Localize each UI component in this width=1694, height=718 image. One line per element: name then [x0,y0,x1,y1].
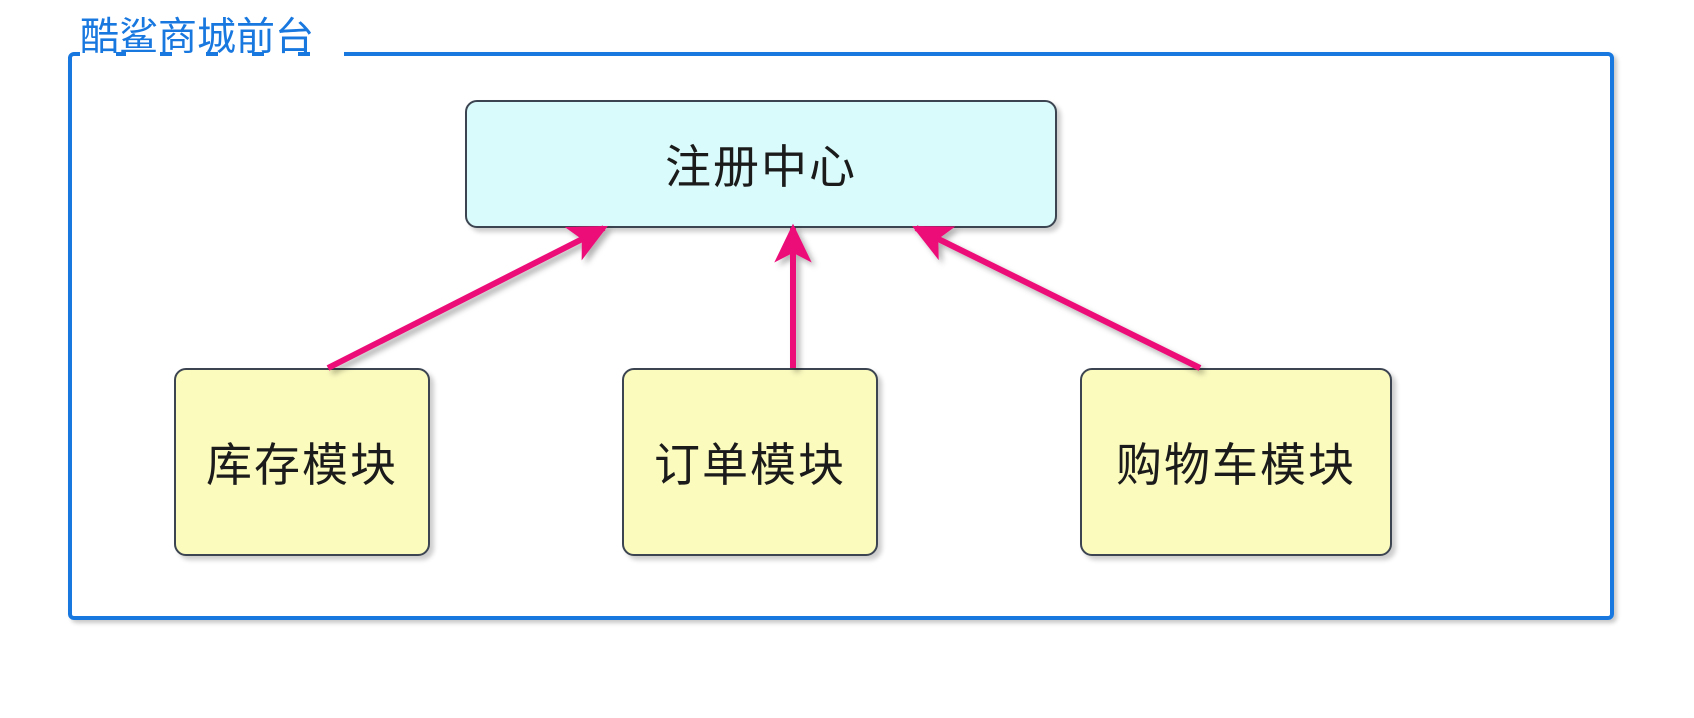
node-cart-module-label: 购物车模块 [1116,440,1356,491]
node-registry-label: 注册中心 [665,142,857,193]
title-line-break [218,50,252,56]
node-order-module[interactable]: 订单模块 [622,368,878,556]
node-cart-module[interactable]: 购物车模块 [1080,368,1392,556]
title-line-break [310,50,344,56]
system-boundary-box [68,52,1614,620]
node-order-module-label: 订单模块 [654,440,846,491]
title-line-break [126,50,160,56]
node-inventory-module[interactable]: 库存模块 [174,368,430,556]
node-inventory-module-label: 库存模块 [206,440,398,491]
title-line-break [172,50,206,56]
title-line-break [264,50,298,56]
title-line-break [80,50,116,56]
boundary-title: 酷鲨商城前台 [80,16,315,59]
node-registry[interactable]: 注册中心 [465,100,1057,228]
